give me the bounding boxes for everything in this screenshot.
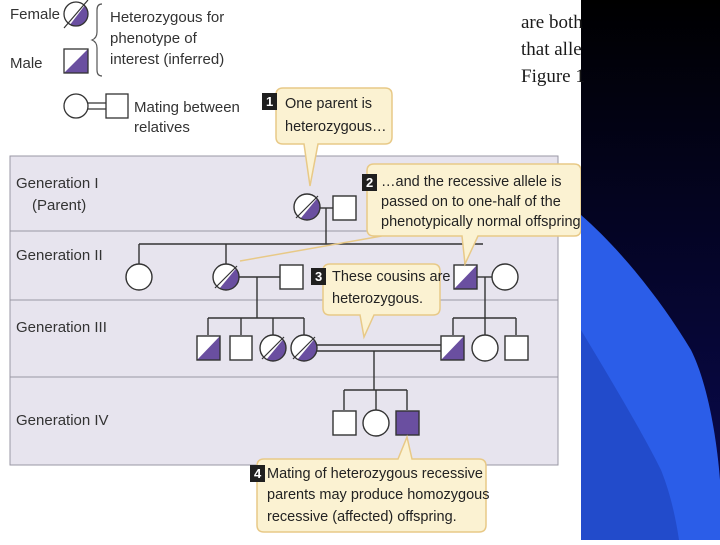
gen3-male-normal	[229, 335, 253, 361]
legend-female-label: Female	[10, 6, 60, 23]
callout-1: 1 One parent is heterozygous…	[262, 87, 393, 187]
legend-mating-line-1: Mating between	[134, 99, 240, 116]
generation-1-label: Generation I	[16, 175, 99, 192]
legend-female-heterozygous-symbol	[63, 0, 89, 29]
legend-heterozygous-line-3: interest (inferred)	[110, 51, 224, 68]
gen3-female-cousin-heterozygous	[290, 334, 318, 362]
callout-1-number-badge	[262, 93, 277, 110]
pedigree-lines	[138, 207, 517, 410]
callout-3-line-1: These cousins are	[332, 269, 450, 285]
gen3-female-heterozygous	[259, 334, 287, 362]
callout-2: 2 …and the recessive allele is passed on…	[239, 163, 581, 267]
callout-1-line-1: One parent is	[285, 96, 372, 112]
callout-4-number-badge	[250, 465, 265, 482]
callout-3-number: 3	[315, 269, 322, 284]
slide-text-line-1: are both	[521, 12, 583, 33]
legend-mating-symbol	[63, 93, 129, 119]
gen4-male-normal	[332, 410, 357, 436]
legend-heterozygous-line-1: Heterozygous for	[110, 9, 224, 26]
callout-1-number: 1	[266, 94, 273, 109]
legend-male-label: Male	[10, 55, 43, 72]
gen2-female-heterozygous	[212, 263, 240, 291]
generation-4-label: Generation IV	[16, 412, 109, 429]
callout-3-number-badge	[311, 268, 326, 285]
gen2-male-spouse	[279, 264, 304, 290]
pedigree-individuals	[125, 193, 529, 437]
gen2-male-heterozygous	[453, 264, 478, 290]
callout-2-line-1: …and the recessive allele is	[381, 174, 562, 190]
callout-4: 4 Mating of heterozygous recessive paren…	[250, 434, 489, 533]
gen3-male-cousin-heterozygous	[440, 335, 465, 361]
gen3-female-normal	[471, 334, 499, 362]
legend: Female Male Heterozygous for phenotype o…	[10, 0, 240, 136]
legend-male-heterozygous-symbol	[63, 48, 89, 74]
gen3-male-normal-right	[504, 335, 529, 361]
gen2-female-spouse	[491, 263, 519, 291]
callout-3-line-2: heterozygous.	[332, 291, 423, 307]
pedigree-figure: Generation I (Parent) Generation II Gene…	[9, 0, 581, 533]
callout-1-line-2: heterozygous…	[285, 119, 387, 135]
generation-2-label: Generation II	[16, 247, 103, 264]
callout-2-number: 2	[366, 175, 373, 190]
generation-1-sublabel: (Parent)	[32, 197, 86, 214]
generation-3-label: Generation III	[16, 319, 107, 336]
gen1-female-heterozygous	[293, 193, 321, 221]
legend-heterozygous-line-2: phenotype of	[110, 30, 198, 47]
legend-mating-line-2: relatives	[134, 119, 190, 136]
callout-3: 3 These cousins are heterozygous.	[311, 263, 450, 340]
callout-2-number-badge	[362, 174, 377, 191]
gen4-male-affected	[395, 410, 420, 436]
callout-4-line-1: Mating of heterozygous recessive	[267, 466, 483, 482]
gen4-female-normal	[362, 409, 390, 437]
gen1-male-normal	[332, 195, 357, 221]
gen3-male-heterozygous	[196, 335, 221, 361]
slide-background-decoration	[581, 0, 720, 540]
slide-text-line-2: that alle	[521, 39, 582, 60]
callout-4-number: 4	[254, 466, 262, 481]
callout-2-line-2: passed on to one-half of the	[381, 194, 561, 210]
callout-4-line-3: recessive (affected) offspring.	[267, 509, 457, 525]
callout-2-line-3: phenotypically normal offspring.	[381, 214, 581, 230]
callout-4-line-2: parents may produce homozygous	[267, 487, 489, 503]
gen2-female-normal	[125, 263, 153, 291]
slide-text-line-3: Figure 1	[521, 66, 585, 87]
legend-brace	[90, 3, 103, 77]
